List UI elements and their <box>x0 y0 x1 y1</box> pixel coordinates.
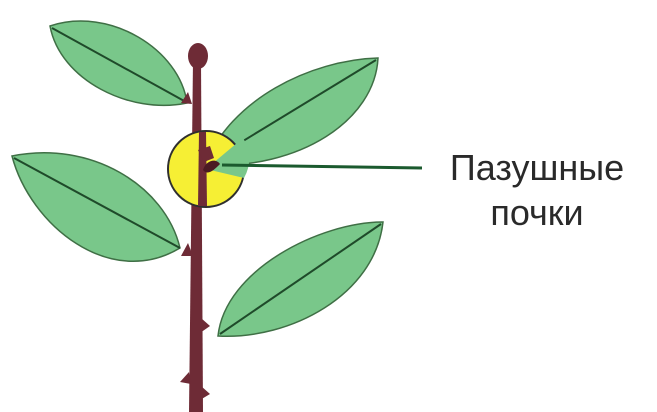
leaf-middle-left <box>12 153 180 262</box>
label-axillary-buds-line-1: Пазушные <box>421 150 653 186</box>
leaf-upper-left <box>50 21 187 105</box>
label-pointer-line <box>222 165 422 168</box>
leaf-lower-right <box>218 222 383 336</box>
stem <box>180 43 210 412</box>
label-axillary-buds-line-2: почки <box>421 195 653 231</box>
